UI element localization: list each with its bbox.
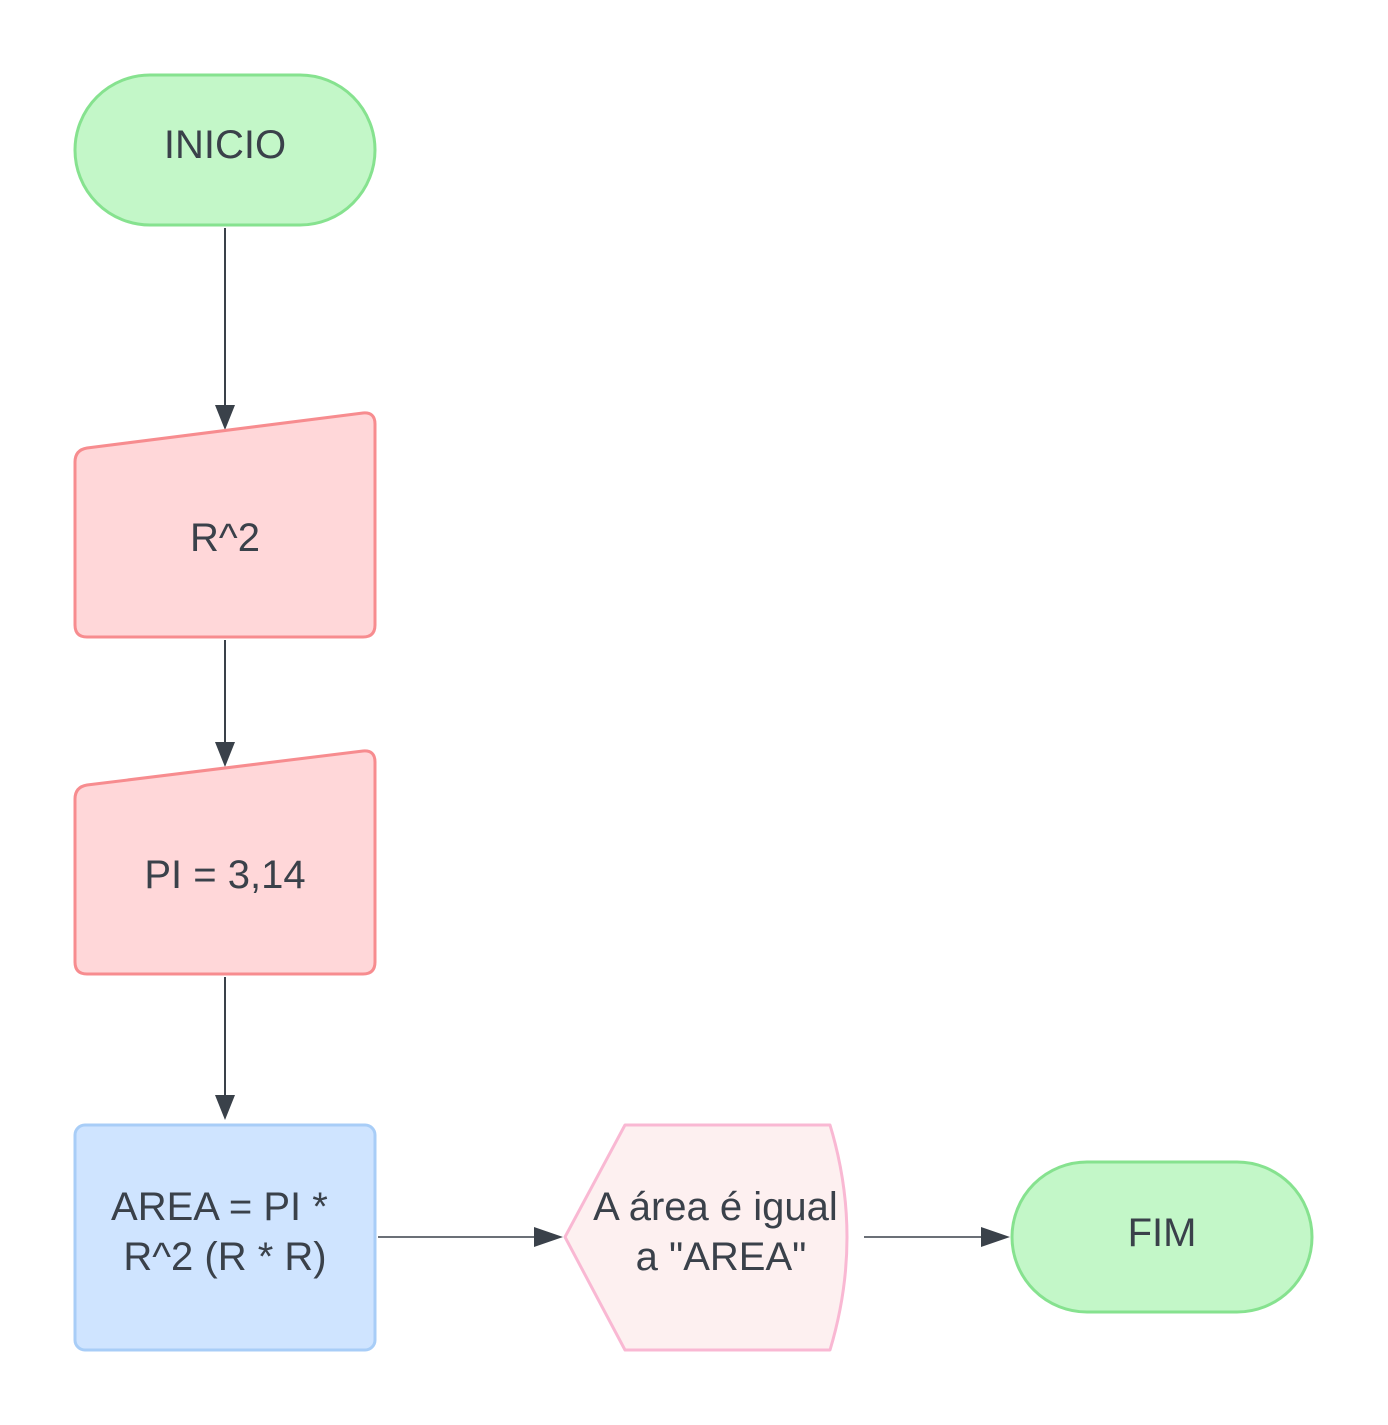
input-r-manual-input-shape bbox=[73, 411, 377, 639]
display-area-label-line-2: a "AREA" bbox=[636, 1235, 807, 1279]
input-r-label: R^2 bbox=[190, 516, 260, 560]
input-pi-manual-input-shape bbox=[73, 749, 377, 976]
connectors bbox=[215, 228, 1010, 1247]
input-pi-node[interactable]: PI = 3,14 bbox=[73, 749, 377, 976]
process-area-label-line-1: AREA = PI * bbox=[111, 1185, 328, 1229]
start-terminator-shape bbox=[73, 73, 377, 227]
display-area-label-line-1: A área é igual bbox=[593, 1185, 838, 1229]
input-pi-label: PI = 3,14 bbox=[144, 853, 305, 897]
input-r-node[interactable]: R^2 bbox=[73, 411, 377, 639]
start-label: INICIO bbox=[164, 123, 286, 167]
display-area-shape bbox=[563, 1123, 849, 1352]
process-area-shape bbox=[73, 1123, 377, 1352]
start-node[interactable]: INICIO bbox=[73, 73, 377, 227]
end-node[interactable]: FIM bbox=[1010, 1160, 1314, 1314]
arrowhead-end bbox=[981, 1227, 1010, 1247]
process-area-label: AREA = PI * R^2 (R * R) bbox=[111, 1185, 339, 1279]
arrowhead-input-r bbox=[215, 405, 235, 430]
end-terminator-shape bbox=[1010, 1160, 1314, 1314]
end-label: FIM bbox=[1128, 1211, 1197, 1255]
process-area-label-line-2: R^2 (R * R) bbox=[123, 1235, 326, 1279]
arrowhead-input-pi bbox=[215, 742, 235, 767]
process-area-node[interactable]: AREA = PI * R^2 (R * R) bbox=[73, 1123, 377, 1352]
arrowhead-display bbox=[534, 1227, 563, 1247]
display-area-node[interactable]: A área é igual a "AREA" bbox=[563, 1123, 849, 1352]
arrowhead-process bbox=[215, 1095, 235, 1120]
display-area-label: A área é igual a "AREA" bbox=[593, 1185, 849, 1279]
